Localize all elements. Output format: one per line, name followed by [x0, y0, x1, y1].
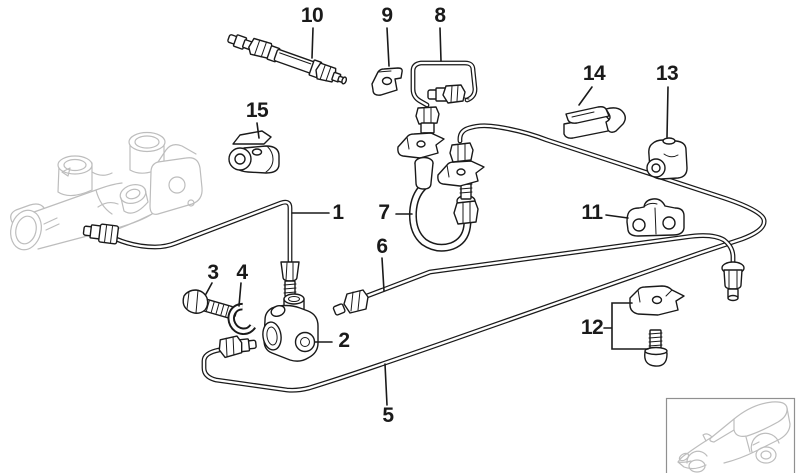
- callout-10[interactable]: 10: [300, 4, 324, 27]
- callout-12[interactable]: 12: [580, 316, 604, 339]
- pipe6-fitting: [332, 289, 369, 316]
- tee-distributor: [262, 293, 319, 362]
- callout-2[interactable]: 2: [338, 329, 350, 352]
- loop8-male-fitting: [427, 84, 470, 104]
- hose-assembly-10: [227, 34, 348, 85]
- callout-3[interactable]: 3: [207, 261, 219, 284]
- callout-9[interactable]: 9: [381, 4, 393, 27]
- bracket-12: [629, 285, 685, 316]
- screw-12: [644, 329, 668, 367]
- clip-14: [563, 106, 626, 139]
- pipe5-fitting: [218, 335, 257, 359]
- pipe6-end-fitting: [721, 261, 745, 302]
- callout-11[interactable]: 11: [581, 201, 603, 224]
- car-outline-icon: [677, 401, 791, 473]
- lock-washer: [227, 302, 256, 336]
- callout-6[interactable]: 6: [376, 235, 388, 258]
- leader-lines: [205, 27, 669, 406]
- callout-7[interactable]: 7: [378, 201, 390, 224]
- callout-5[interactable]: 5: [382, 404, 394, 427]
- pipe-6: [359, 236, 733, 299]
- callout-8[interactable]: 8: [434, 4, 446, 27]
- clamp-11: [626, 198, 685, 237]
- car-inset-box: [665, 397, 796, 473]
- pipe1-flare-nut: [280, 261, 300, 297]
- clamp-13: [646, 137, 688, 180]
- clamp-15: [228, 130, 280, 174]
- callout-15[interactable]: 15: [245, 99, 269, 122]
- callout-1[interactable]: 1: [332, 201, 344, 224]
- bolt: [182, 289, 238, 319]
- pipe-1: [116, 202, 290, 261]
- callout-14[interactable]: 14: [582, 62, 606, 85]
- callout-13[interactable]: 13: [655, 62, 679, 85]
- hose-bracket-upper: [397, 132, 445, 159]
- hose-lower-union: [449, 142, 474, 163]
- pipe-union-fitting: [82, 223, 120, 245]
- callout-4[interactable]: 4: [236, 261, 248, 284]
- hose-bracket-lower: [437, 160, 485, 187]
- master-cylinder-sketch: [10, 131, 203, 251]
- clip-9: [371, 67, 403, 96]
